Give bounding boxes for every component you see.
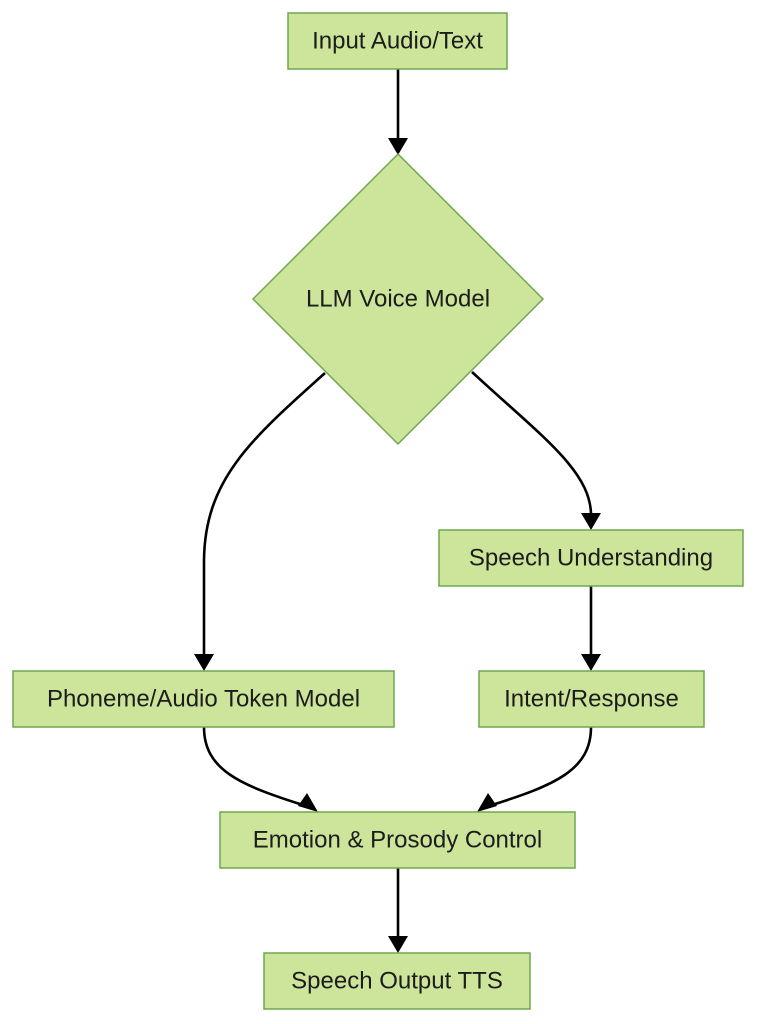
edge-line [202, 372, 326, 656]
node-phoneme[interactable]: Phoneme/Audio Token Model [12, 670, 395, 728]
process-box[interactable] [263, 952, 531, 1010]
node-tts[interactable]: Speech Output TTS [263, 952, 531, 1010]
node-emotion[interactable]: Emotion & Prosody Control [219, 811, 576, 869]
node-label: Input Audio/Text [312, 28, 483, 55]
node-label: Speech Understanding [469, 545, 713, 572]
process-box[interactable] [287, 12, 508, 70]
node-input[interactable]: Input Audio/Text [287, 12, 508, 70]
edges-layer [194, 69, 601, 953]
arrowhead-icon [581, 513, 601, 530]
process-box[interactable] [478, 670, 705, 728]
arrowhead-icon [194, 654, 214, 671]
edge-speech_understanding-to-intent [581, 586, 601, 671]
arrowhead-icon [298, 793, 318, 812]
decision-diamond[interactable] [251, 152, 545, 446]
process-box[interactable] [219, 811, 576, 869]
node-llm[interactable]: LLM Voice Model [251, 152, 545, 446]
arrowhead-icon [388, 936, 408, 953]
edge-intent-to-emotion [477, 726, 593, 812]
edge-input-to-llm [388, 69, 408, 155]
node-label: Speech Output TTS [291, 968, 503, 995]
arrowhead-icon [477, 793, 497, 812]
process-box[interactable] [12, 670, 395, 728]
node-label: Phoneme/Audio Token Model [47, 686, 360, 713]
edge-emotion-to-tts [388, 868, 408, 953]
process-box[interactable] [438, 529, 744, 587]
edge-line [491, 726, 593, 807]
edge-line [471, 371, 593, 515]
node-label: Emotion & Prosody Control [253, 827, 542, 854]
edge-line [202, 726, 304, 807]
node-intent[interactable]: Intent/Response [478, 670, 705, 728]
node-label: Intent/Response [504, 686, 679, 713]
node-speech-understanding[interactable]: Speech Understanding [438, 529, 744, 587]
node-label: LLM Voice Model [306, 286, 490, 313]
edge-llm-to-phoneme [194, 372, 326, 671]
arrowhead-icon [388, 138, 408, 155]
arrowhead-icon [581, 654, 601, 671]
edge-llm-to-speech_understanding [471, 371, 601, 530]
edge-phoneme-to-emotion [202, 726, 318, 812]
